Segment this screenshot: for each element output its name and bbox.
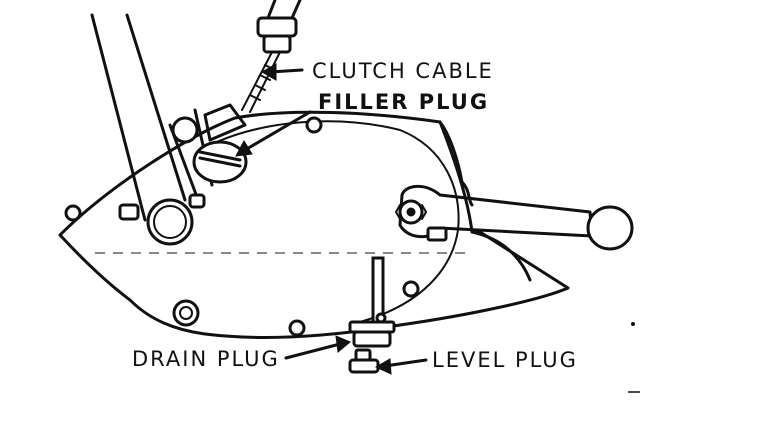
screw <box>64 204 82 222</box>
clutch-cable-arrow <box>260 63 304 81</box>
level-plug-arrow <box>374 358 428 375</box>
drain-plug-label: DRAIN PLUG <box>132 347 280 371</box>
level-plug <box>348 348 380 374</box>
filler-plug <box>192 140 248 184</box>
filler-plug-label: FILLER PLUG <box>318 90 489 114</box>
drain-plug-arrow <box>284 335 351 360</box>
speck <box>631 322 635 326</box>
selector-lever <box>395 184 634 251</box>
screw <box>402 280 420 298</box>
screw <box>305 116 323 134</box>
screw <box>179 306 193 320</box>
frame-arm <box>90 13 214 222</box>
screw <box>288 319 306 337</box>
drain-stud <box>348 256 396 348</box>
housing-screws <box>64 116 420 337</box>
filler-plug-arrow <box>235 110 312 157</box>
clutch-cable <box>241 0 302 113</box>
pivot-boss <box>118 193 206 246</box>
clutch-cable-label: CLUTCH CABLE <box>312 59 494 83</box>
level-plug-label: LEVEL PLUG <box>432 348 578 372</box>
top-bolt <box>171 103 247 144</box>
gearbox-housing <box>58 110 570 339</box>
screw <box>172 299 200 327</box>
